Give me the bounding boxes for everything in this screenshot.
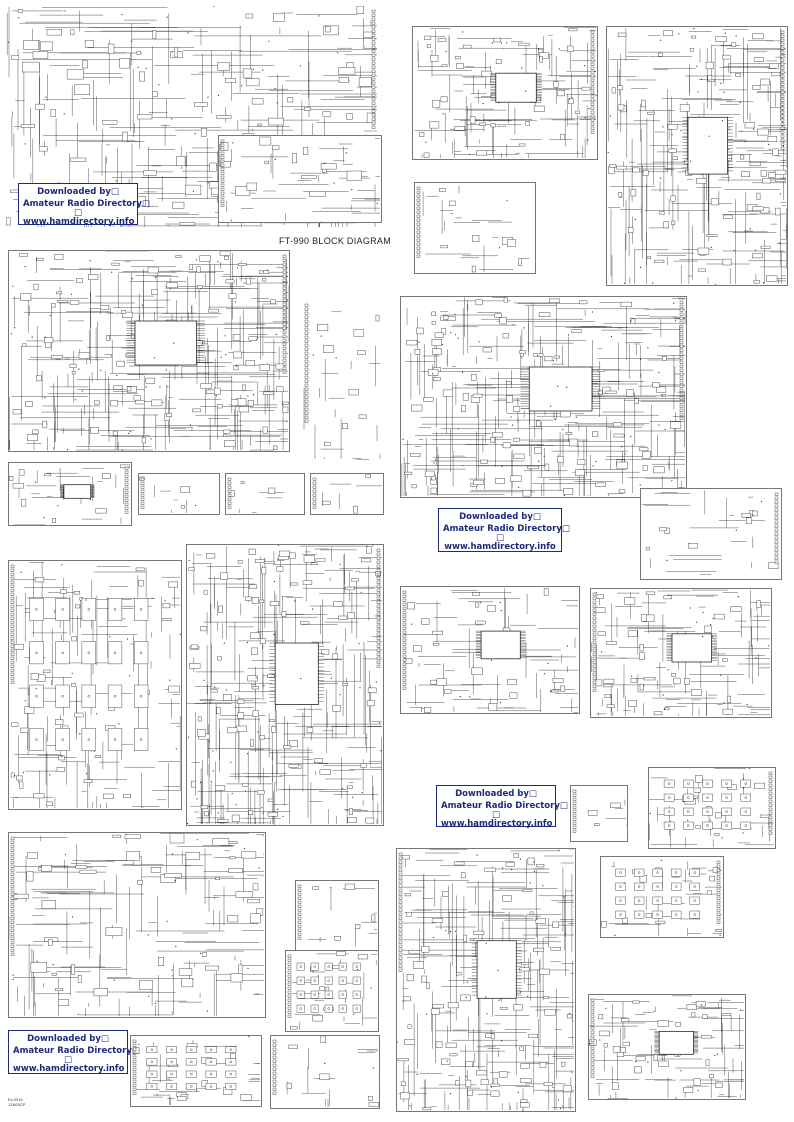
- small-2-sheet: [225, 473, 305, 515]
- schematic-drawing: [397, 849, 574, 1111]
- block-diagram-sub-sheet: [218, 135, 382, 223]
- schematic-drawing: [401, 297, 686, 497]
- schematic-drawing: [641, 490, 781, 579]
- sub-d-sheet: [270, 1035, 380, 1109]
- watermark-line2: Amateur Radio Directory□: [23, 199, 150, 209]
- watermark-line1: Downloaded by□: [455, 789, 537, 799]
- schematic-drawing: [287, 951, 377, 1030]
- watermark-line2: Amateur Radio Directory□: [443, 524, 570, 534]
- final-unit-sheet: [8, 832, 266, 1018]
- watermark-line4: www.hamdirectory.info: [13, 1064, 125, 1074]
- watermark-4: Downloaded by□ Amateur Radio Directory□ …: [8, 1030, 140, 1074]
- small-3-sheet: [310, 473, 384, 515]
- display-unit-small-sheet: [303, 300, 381, 460]
- watermark-line4: www.hamdirectory.info: [23, 217, 135, 227]
- watermark-3: Downloaded by□ Amateur Radio Directory□ …: [436, 785, 568, 829]
- small-5-sheet: [570, 785, 628, 842]
- watermark-line2: Amateur Radio Directory□: [13, 1046, 140, 1056]
- schematic-drawing: [402, 588, 578, 713]
- schematic-drawing: [9, 251, 289, 451]
- schematic-drawing: [303, 303, 381, 460]
- watermark-line4: www.hamdirectory.info: [441, 819, 553, 829]
- schematic-drawing: [297, 883, 377, 947]
- schematic-drawing: [591, 589, 770, 716]
- small-1-sheet: [138, 473, 220, 515]
- sub-c-sheet: [130, 1035, 262, 1107]
- small-4-sheet: [640, 488, 782, 580]
- cpu-unit-sheet: [400, 586, 580, 714]
- schematic-drawing: [227, 477, 284, 513]
- schematic-drawing: [9, 833, 264, 1016]
- ctrl-unit-side-sheet: [186, 544, 384, 826]
- ps-unit-sheet: [588, 994, 746, 1100]
- ctrl-unit-sheet: [8, 560, 182, 810]
- schematic-drawing: [601, 859, 722, 936]
- schematic-drawing: [219, 136, 380, 222]
- watermark-line3: □: [491, 810, 501, 820]
- corner-code-line2: 1ZA03CP: [8, 1102, 26, 1107]
- display-unit-sheet: [8, 250, 290, 452]
- diagram-title: FT-990 BLOCK DIAGRAM: [279, 236, 392, 246]
- schematic-drawing: [414, 27, 597, 158]
- corner-code: Ex.0016 1ZA03CP: [8, 1097, 25, 1107]
- watermark-line1: Downloaded by□: [27, 1034, 109, 1044]
- key-unit-sheet: [648, 767, 776, 849]
- watermark-1: Downloaded by□ Amateur Radio Directory□ …: [18, 183, 150, 227]
- schematic-drawing: [312, 474, 382, 514]
- main-unit-sheet: [396, 848, 576, 1112]
- sub-b-sheet: [285, 950, 379, 1032]
- pll-unit-sheet: [400, 296, 687, 498]
- schematic-drawing: [416, 185, 530, 273]
- schematic-drawing: [649, 768, 774, 847]
- watermark-line3: □: [63, 1055, 73, 1065]
- schematic-drawing: [139, 476, 197, 513]
- schematic-drawing: [589, 995, 744, 1099]
- dvs-unit-sheet: [590, 588, 772, 718]
- schematic-drawing: [272, 1036, 379, 1107]
- watermark-line3: □: [73, 208, 83, 218]
- watermark-line2: Amateur Radio Directory□: [441, 801, 568, 811]
- filter-unit-sheet: [606, 26, 788, 286]
- schematic-drawing: [10, 561, 181, 808]
- schematic-drawing: [607, 27, 787, 285]
- corner-code-line1: Ex.0016: [8, 1097, 23, 1102]
- schematic-drawing: [9, 464, 130, 525]
- sub-a-sheet: [295, 880, 379, 952]
- watermark-2: Downloaded by□ Amateur Radio Directory□ …: [438, 508, 570, 552]
- rf-unit-sheet: [412, 26, 598, 160]
- watermark-line1: Downloaded by□: [37, 187, 119, 197]
- watermark-line3: □: [495, 533, 505, 543]
- ctrl-parts-sheet: [8, 462, 132, 526]
- schematic-drawing: [187, 545, 383, 825]
- watermark-line4: www.hamdirectory.info: [444, 542, 556, 552]
- schematic-drawing: [572, 789, 627, 833]
- watermark-line1: Downloaded by□: [459, 512, 541, 522]
- switch-grid-sheet: [600, 856, 724, 938]
- filter-ext-sheet: [414, 182, 536, 274]
- schematic-drawing: [132, 1036, 260, 1105]
